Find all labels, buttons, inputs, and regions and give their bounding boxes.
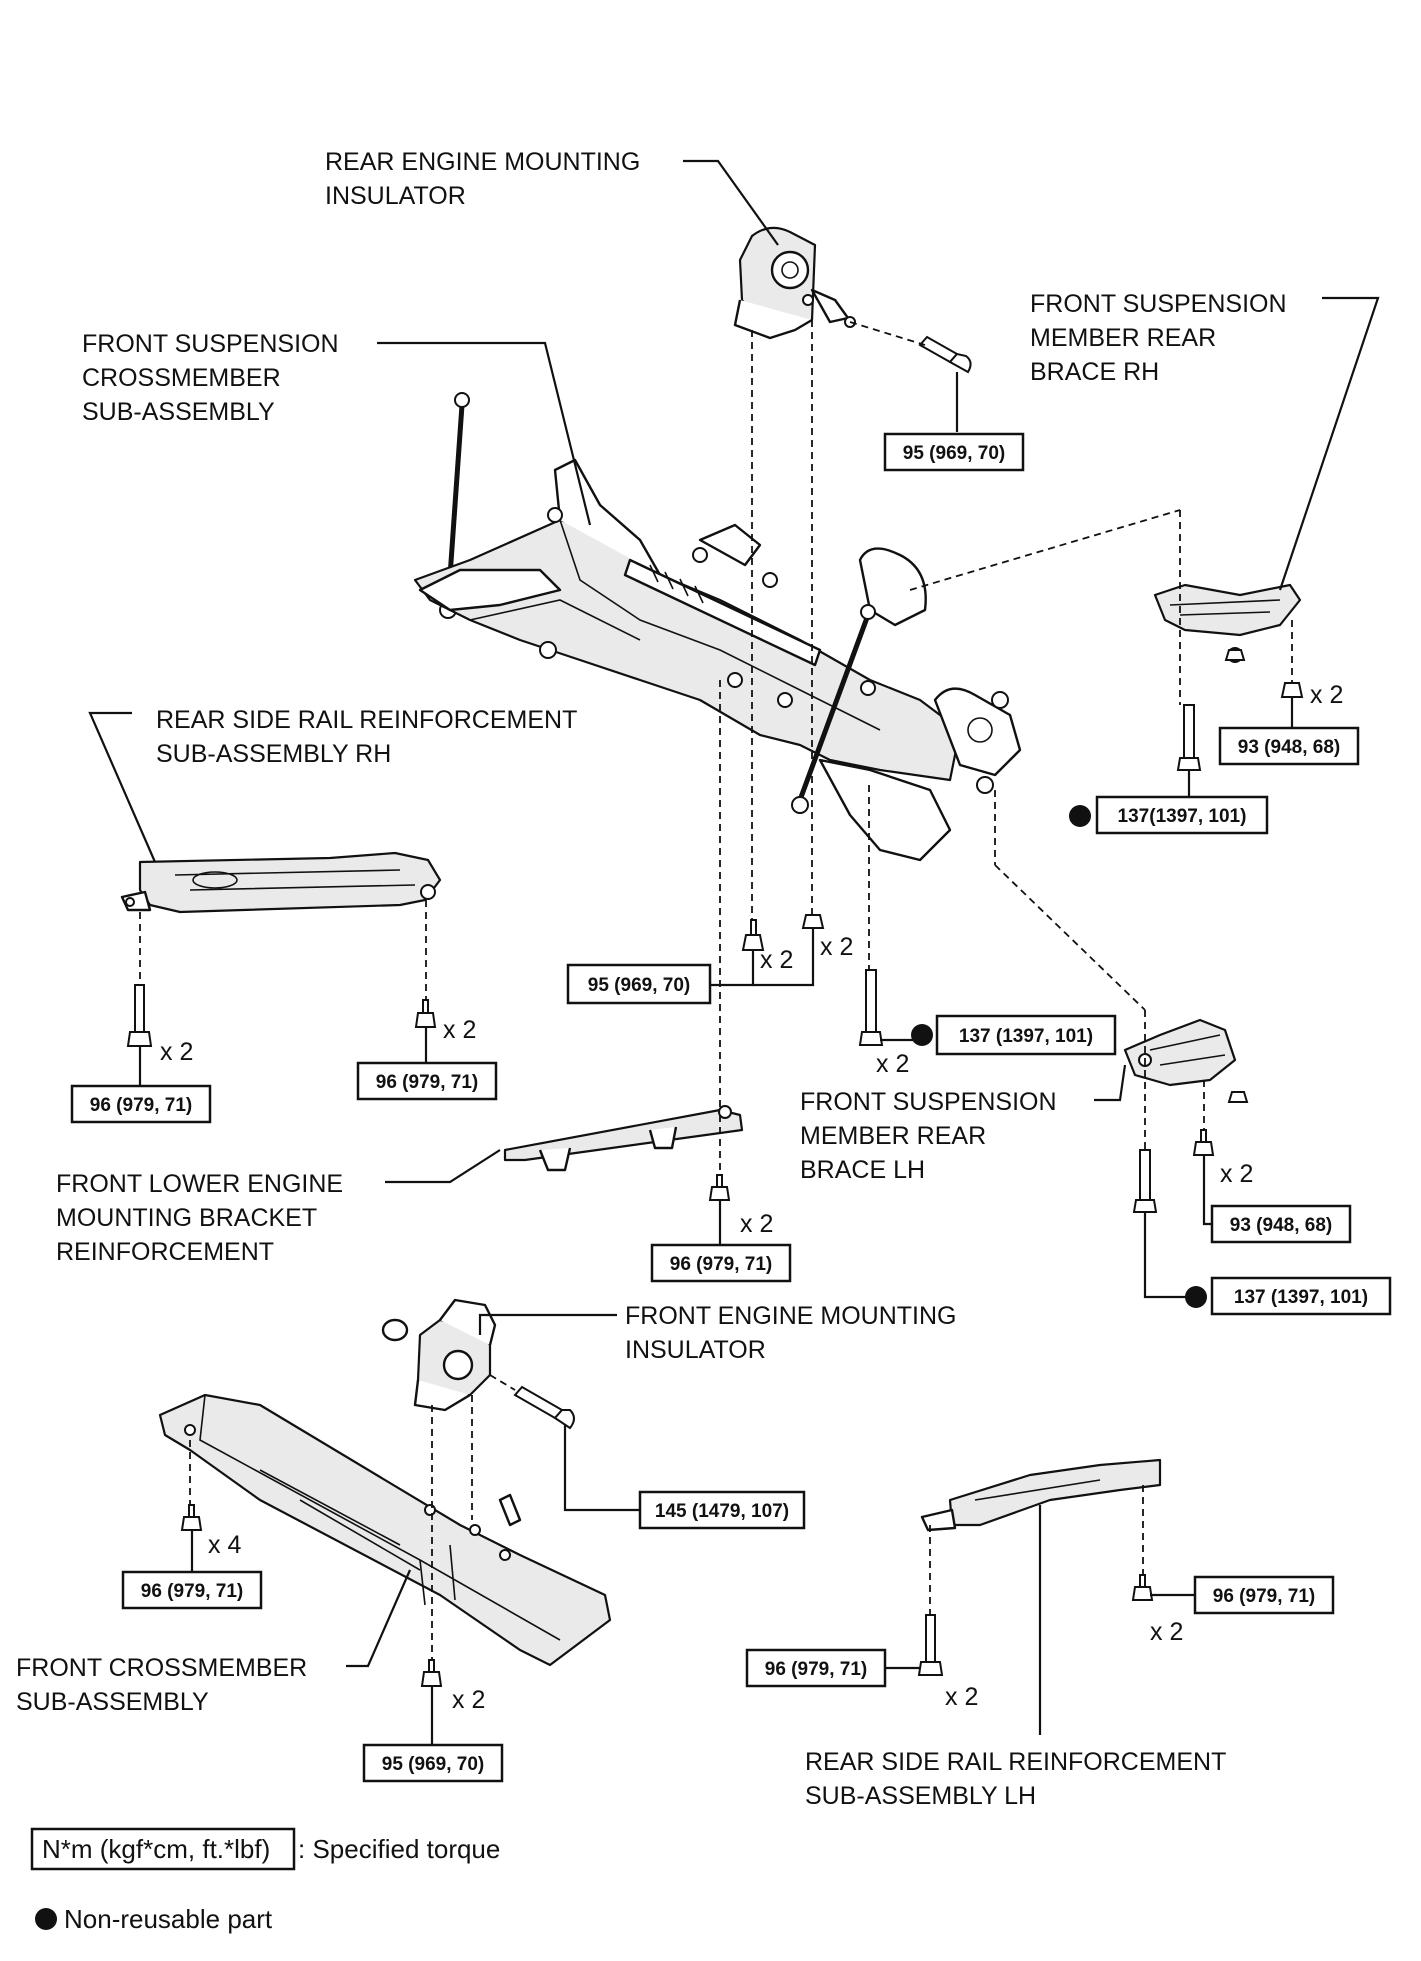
svg-text:96 (979, 71): 96 (979, 71) xyxy=(765,1659,867,1680)
non-reusable-dot-brace-rh xyxy=(1069,805,1091,827)
legend-torque-desc: : Specified torque xyxy=(298,1834,500,1864)
torque-box-brace-rh-bolt: 137(1397, 101) xyxy=(1095,795,1269,835)
legend-non-reusable-text: Non-reusable part xyxy=(64,1904,273,1934)
torque-box-front-cross-left: 96 (979, 71) xyxy=(121,1570,263,1610)
torque-box-rail-rh-right: 96 (979, 71) xyxy=(356,1061,498,1101)
svg-text:145 (1479, 107): 145 (1479, 107) xyxy=(655,1501,789,1522)
svg-text:96 (979, 71): 96 (979, 71) xyxy=(1213,1586,1315,1607)
label-rear-side-rail-reinforcement-lh: REAR SIDE RAIL REINFORCEMENT SUB-ASSEMBL… xyxy=(805,1748,1233,1810)
non-reusable-dot-brace-lh xyxy=(1185,1286,1207,1308)
svg-text:96 (979, 71): 96 (979, 71) xyxy=(90,1095,192,1116)
label-front-suspension-crossmember: FRONT SUSPENSION CROSSMEMBER SUB-ASSEMBL… xyxy=(82,330,345,426)
front-suspension-crossmember-part xyxy=(413,392,1022,862)
torque-box-crossmember-mid: 95 (969, 70) xyxy=(566,963,712,1005)
qty-mid-left: x 2 xyxy=(760,946,793,974)
torque-box-rear-mount: 95 (969, 70) xyxy=(883,432,1025,472)
label-front-suspension-member-rear-brace-rh: FRONT SUSPENSION MEMBER REAR BRACE RH xyxy=(1030,290,1293,386)
leader-lines xyxy=(88,159,1380,1745)
svg-text:137 (1397, 101): 137 (1397, 101) xyxy=(1234,1287,1368,1308)
torque-box-rail-lh-right: 96 (979, 71) xyxy=(1193,1575,1335,1615)
qty-cross-bolt: x 2 xyxy=(876,1050,909,1078)
torque-box-brace-lh-bolt: 137 (1397, 101) xyxy=(1210,1276,1392,1316)
qty-rail-lh-left: x 2 xyxy=(945,1683,978,1711)
front-lower-engine-mounting-bracket-part xyxy=(503,1105,744,1172)
front-suspension-member-rear-brace-rh-part xyxy=(1153,583,1302,663)
qty-lower-bracket: x 2 xyxy=(740,1210,773,1238)
label-rear-engine-mounting-insulator: REAR ENGINE MOUNTING INSULATOR xyxy=(325,148,647,210)
torque-box-brace-rh-nut: 93 (948, 68) xyxy=(1218,726,1360,766)
label-front-suspension-member-rear-brace-lh: FRONT SUSPENSION MEMBER REAR BRACE LH xyxy=(800,1088,1063,1184)
legend-torque-unit: N*m (kgf*cm, ft.*lbf) xyxy=(42,1834,270,1864)
non-reusable-dot-crossmember xyxy=(911,1024,933,1046)
qty-rail-rh-right: x 2 xyxy=(443,1016,476,1044)
rear-engine-mounting-insulator-part xyxy=(733,226,856,340)
svg-text:95 (969, 70): 95 (969, 70) xyxy=(382,1754,484,1775)
qty-rail-rh-left: x 2 xyxy=(160,1038,193,1066)
front-engine-mounting-insulator-part xyxy=(381,1298,497,1412)
front-suspension-member-rear-brace-lh-part xyxy=(1123,1018,1249,1103)
qty-brace-rh-nut: x 2 xyxy=(1310,681,1343,709)
label-rear-side-rail-reinforcement-rh: REAR SIDE RAIL REINFORCEMENT SUB-ASSEMBL… xyxy=(156,706,584,768)
label-front-crossmember: FRONT CROSSMEMBER SUB-ASSEMBLY xyxy=(16,1654,314,1716)
rear-mount-bolt xyxy=(918,335,972,374)
svg-text:96 (979, 71): 96 (979, 71) xyxy=(376,1072,478,1093)
front-crossmember-part xyxy=(158,1393,612,1667)
svg-text:137(1397, 101): 137(1397, 101) xyxy=(1118,806,1247,827)
qty-mid-right: x 2 xyxy=(820,933,853,961)
torque-box-rail-rh-left: 96 (979, 71) xyxy=(70,1084,212,1124)
svg-text:96 (979, 71): 96 (979, 71) xyxy=(670,1254,772,1275)
torque-box-lower-bracket: 96 (979, 71) xyxy=(650,1243,792,1283)
fasteners xyxy=(126,682,1304,1687)
dashed-alignment-lines xyxy=(139,320,1293,1660)
legend-non-reusable-dot xyxy=(35,1908,57,1930)
svg-text:93 (948, 68): 93 (948, 68) xyxy=(1238,737,1340,758)
qty-brace-lh-nut: x 2 xyxy=(1220,1160,1253,1188)
torque-box-brace-lh-nut: 93 (948, 68) xyxy=(1210,1204,1352,1244)
label-front-lower-engine-mounting-bracket: FRONT LOWER ENGINE MOUNTING BRACKET REIN… xyxy=(56,1170,350,1266)
svg-text:93 (948, 68): 93 (948, 68) xyxy=(1230,1215,1332,1236)
svg-text:95 (969, 70): 95 (969, 70) xyxy=(588,975,690,996)
label-front-engine-mounting-insulator: FRONT ENGINE MOUNTING INSULATOR xyxy=(625,1302,963,1364)
rear-side-rail-reinforcement-rh-part xyxy=(120,851,442,914)
torque-box-front-mount: 145 (1479, 107) xyxy=(638,1490,806,1530)
qty-front-cross-left: x 4 xyxy=(208,1531,241,1559)
svg-text:137 (1397, 101): 137 (1397, 101) xyxy=(959,1026,1093,1047)
torque-box-front-cross-bottom: 95 (969, 70) xyxy=(362,1743,504,1783)
qty-rail-lh-right: x 2 xyxy=(1150,1618,1183,1646)
svg-text:96 (979, 71): 96 (979, 71) xyxy=(141,1581,243,1602)
legend: N*m (kgf*cm, ft.*lbf) : Specified torque… xyxy=(30,1827,500,1934)
qty-front-cross-bottom: x 2 xyxy=(452,1686,485,1714)
front-mount-bolt xyxy=(513,1385,575,1430)
torque-box-rail-lh-left: 96 (979, 71) xyxy=(745,1648,887,1688)
torque-box-crossmember-bolt: 137 (1397, 101) xyxy=(935,1014,1117,1056)
svg-text:95 (969, 70): 95 (969, 70) xyxy=(903,443,1005,464)
